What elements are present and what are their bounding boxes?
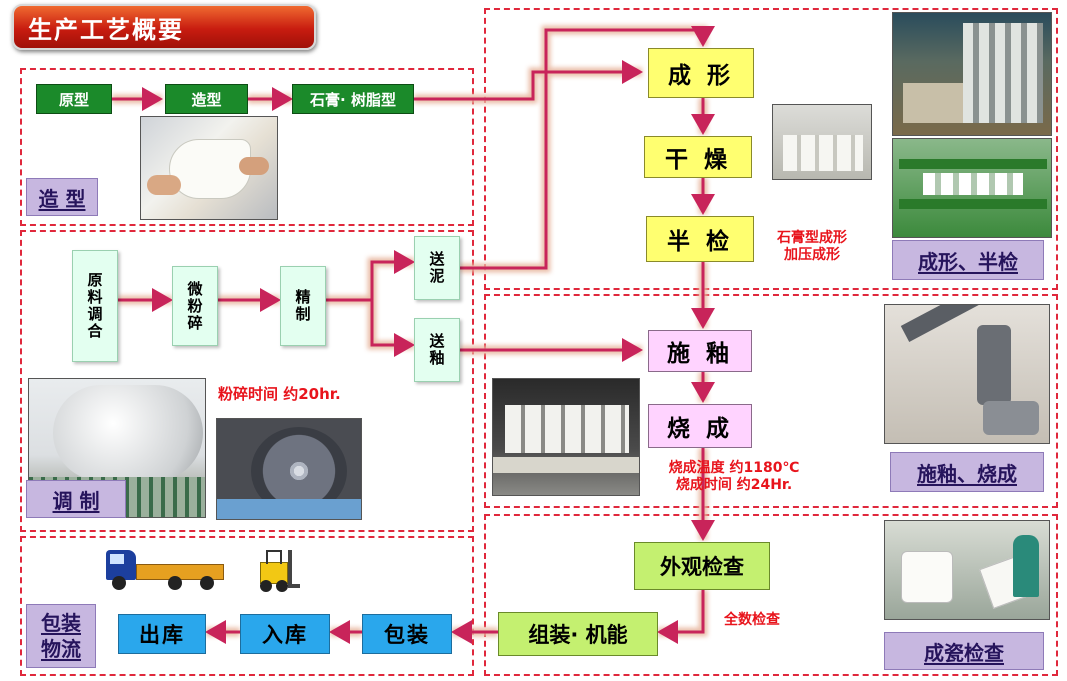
- step-send-clay: 送泥: [414, 236, 460, 300]
- step-appearance-check: 外观检查: [634, 542, 770, 590]
- note-full-inspection: 全数检查: [724, 612, 780, 628]
- step-packing: 包装: [362, 614, 452, 654]
- step-raw-material-blending: 原料调合: [72, 250, 118, 362]
- label-logistics-line2: 物流: [41, 637, 81, 661]
- truck-icon: [106, 546, 226, 592]
- step-glazing: 施 釉: [648, 330, 752, 372]
- step-plaster-resin-mold: 石膏· 树脂型: [292, 84, 414, 114]
- step-forming: 成 形: [648, 48, 754, 98]
- step-assembly-function: 组装· 机能: [498, 612, 658, 656]
- note-grinding-time: 粉碎时间 约20hr.: [218, 385, 341, 403]
- note-firing-time: 烧成时间 约24Hr.: [675, 477, 793, 493]
- step-storage: 入库: [240, 614, 330, 654]
- section-forming: [484, 8, 1058, 290]
- step-modeling: 造型: [165, 84, 248, 114]
- section-preparation: [20, 230, 474, 532]
- step-prototype: 原型: [36, 84, 112, 114]
- note-forming-method: 石膏型成形 加压成形: [764, 230, 860, 264]
- step-shipping: 出库: [118, 614, 206, 654]
- note-forming-method-line1: 石膏型成形: [777, 230, 847, 246]
- step-semi-inspection: 半 检: [646, 216, 754, 262]
- photo-kiln-car: [492, 378, 640, 496]
- step-drying: 干 燥: [644, 136, 752, 178]
- label-logistics: 包装 物流: [26, 604, 96, 668]
- section-logistics: [20, 536, 474, 676]
- photo-grinding-balls: [216, 418, 362, 520]
- note-firing-temperature: 烧成温度 约1180℃: [668, 460, 800, 476]
- label-logistics-line1: 包装: [41, 611, 81, 635]
- label-inspection: 成瓷检查: [884, 632, 1044, 670]
- step-fine-grinding: 微粉碎: [172, 266, 218, 346]
- photo-final-inspection: [884, 520, 1050, 620]
- note-firing-info: 烧成温度 约1180℃ 烧成时间 约24Hr.: [646, 460, 822, 494]
- label-forming: 成形、半检: [892, 240, 1044, 280]
- photo-drying-products: [772, 104, 872, 180]
- forklift-icon: [254, 550, 300, 594]
- label-preparation: 调 制: [26, 480, 126, 518]
- section-inspection: [484, 514, 1058, 676]
- photo-inspection-line: [892, 138, 1052, 238]
- step-send-glaze: 送釉: [414, 318, 460, 382]
- label-molding: 造 型: [26, 178, 98, 216]
- label-glaze-firing: 施釉、烧成: [890, 452, 1044, 492]
- photo-mold-making: [140, 116, 278, 220]
- step-firing: 烧 成: [648, 404, 752, 448]
- section-molding: [20, 68, 474, 226]
- photo-forming-line: [892, 12, 1052, 136]
- photo-glazing-robot: [884, 304, 1050, 444]
- step-refining: 精制: [280, 266, 326, 346]
- page-title: 生产工艺概要: [12, 4, 316, 50]
- note-forming-method-line2: 加压成形: [784, 247, 840, 263]
- section-glaze-firing: [484, 294, 1058, 508]
